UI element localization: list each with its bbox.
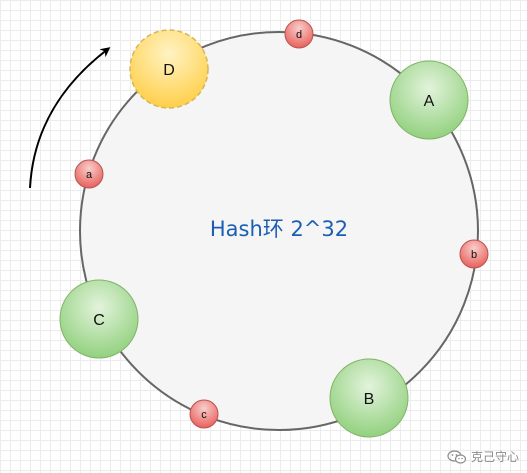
server-node-d-label: D bbox=[163, 62, 175, 79]
hash-ring-label: Hash环 2^32 bbox=[210, 217, 348, 241]
key-node-b-circle bbox=[459, 239, 489, 269]
server-node-d: D bbox=[129, 29, 209, 109]
key-node-d: d bbox=[284, 19, 314, 49]
key-node-b: b bbox=[459, 239, 489, 269]
key-node-a-circle bbox=[74, 159, 104, 189]
server-node-c-label: C bbox=[93, 312, 105, 329]
key-node-c-label: c bbox=[201, 409, 207, 421]
server-node-b: B bbox=[329, 358, 409, 438]
key-node-a: a bbox=[74, 159, 104, 189]
key-node-a-label: a bbox=[86, 169, 93, 181]
server-node-a-circle bbox=[389, 60, 469, 140]
watermark: 克己守心 bbox=[447, 448, 519, 465]
key-node-d-label: d bbox=[296, 29, 302, 41]
key-node-c: c bbox=[189, 399, 219, 429]
key-node-c-circle bbox=[189, 399, 219, 429]
server-node-a-label: A bbox=[424, 93, 435, 110]
key-node-d-circle bbox=[284, 19, 314, 49]
server-node-b-label: B bbox=[364, 391, 375, 408]
wechat-icon bbox=[447, 449, 467, 464]
server-node-c-circle bbox=[59, 279, 139, 359]
clockwise-arrow bbox=[29, 47, 111, 189]
server-node-b-circle bbox=[329, 358, 409, 438]
server-node-c: C bbox=[59, 279, 139, 359]
server-node-d-circle bbox=[129, 29, 209, 109]
server-node-a: A bbox=[389, 60, 469, 140]
watermark-text: 克己守心 bbox=[470, 450, 519, 464]
hash-ring bbox=[79, 31, 479, 431]
key-node-b-label: b bbox=[471, 249, 477, 261]
